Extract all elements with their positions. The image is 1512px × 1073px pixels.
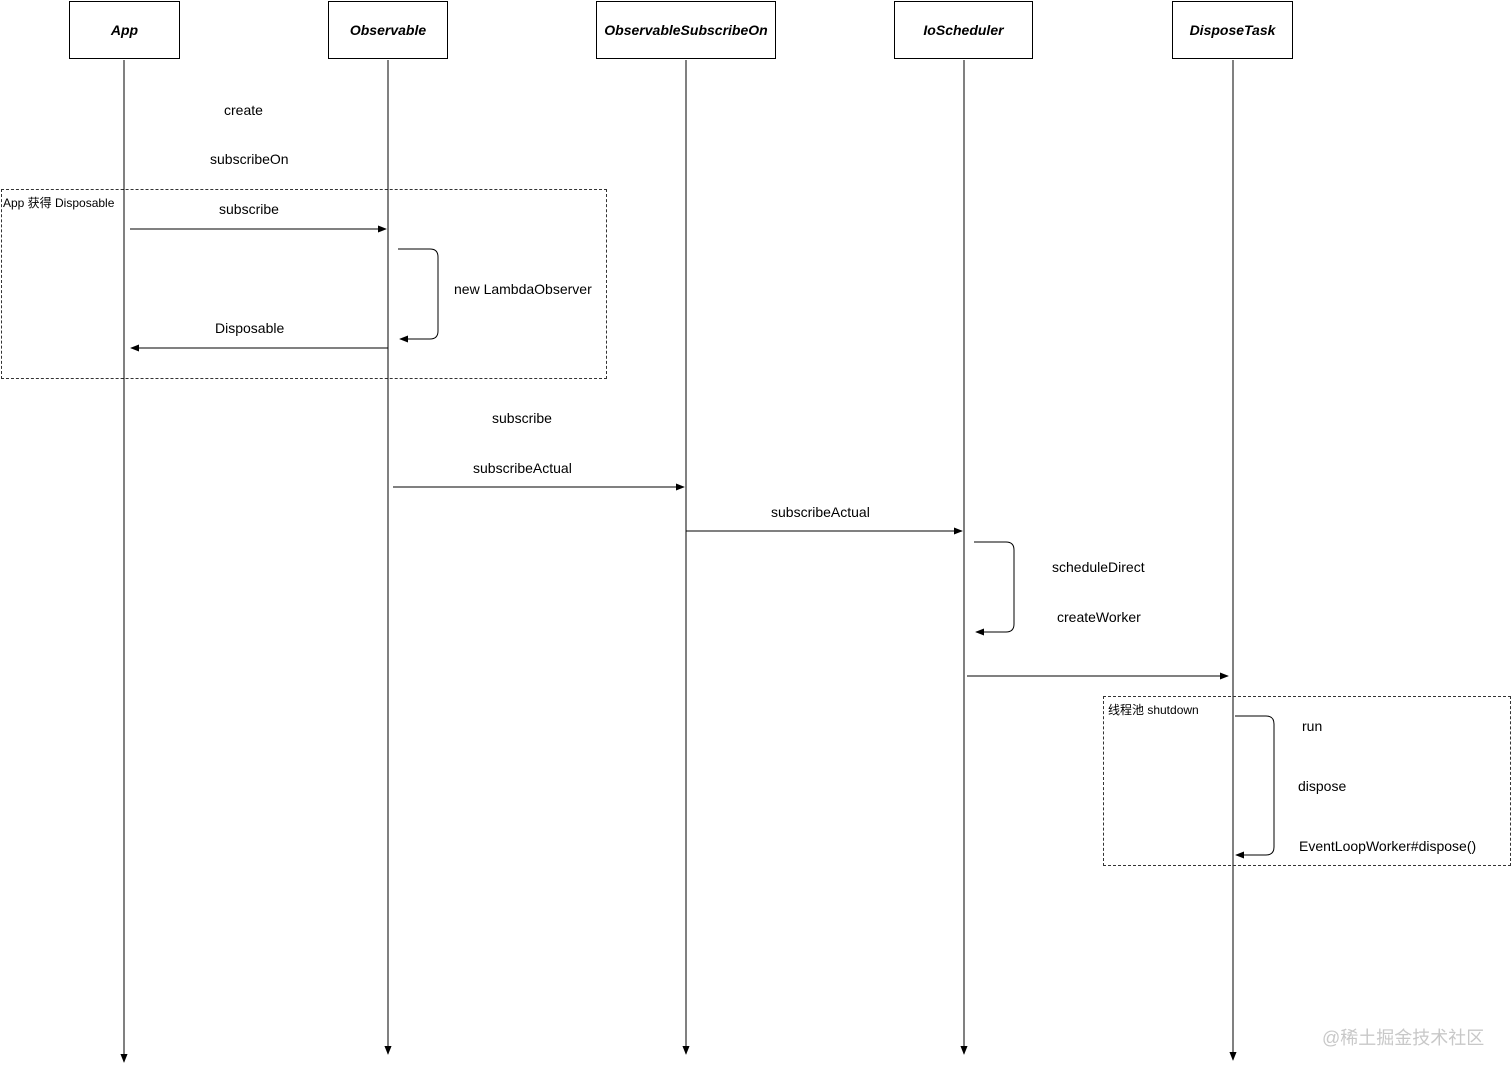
participant-dispose-task: DisposeTask — [1172, 1, 1293, 59]
participant-io-scheduler: IoScheduler — [894, 1, 1033, 59]
label-disposable: Disposable — [215, 320, 285, 336]
participant-observable-label: Observable — [349, 22, 427, 38]
label-schedule-direct: scheduleDirect — [1052, 559, 1145, 575]
frame-app-disposable — [1, 189, 607, 379]
frame-app-disposable-title: App 获得 Disposable — [3, 196, 115, 210]
label-subscribe-actual-observable: subscribeActual — [473, 460, 572, 476]
label-subscribe-observable: subscribe — [492, 410, 552, 426]
participant-observable-subscribe-on: ObservableSubscribeOn — [596, 1, 776, 59]
participant-observable: Observable — [328, 1, 448, 59]
arrow-self-new-lambda-observer — [398, 248, 439, 343]
label-create: create — [224, 102, 263, 118]
watermark: @稀土掘金技术社区 — [1322, 1028, 1485, 1048]
participant-io-scheduler-label: IoScheduler — [923, 22, 1004, 38]
arrow-self-schedule-direct — [974, 541, 1015, 636]
frame-threadpool-shutdown-title: 线程池 shutdown — [1108, 703, 1199, 717]
label-new-lambda-observer: new LambdaObserver — [454, 281, 592, 297]
label-subscribe-app: subscribe — [219, 201, 279, 217]
label-dispose: dispose — [1298, 778, 1347, 794]
label-subscribe-on: subscribeOn — [210, 151, 289, 167]
participant-app: App — [69, 1, 180, 59]
arrow-self-run-dispose — [1235, 715, 1275, 859]
label-run: run — [1302, 718, 1323, 734]
participant-app-label: App — [110, 22, 139, 38]
label-create-worker: createWorker — [1057, 609, 1141, 625]
participant-observable-subscribe-on-label: ObservableSubscribeOn — [604, 22, 768, 38]
label-subscribe-actual-subscribeon: subscribeActual — [771, 504, 870, 520]
label-eventloop-worker-dispose: EventLoopWorker#dispose() — [1299, 838, 1477, 854]
frame-threadpool-shutdown — [1103, 696, 1511, 866]
participant-dispose-task-label: DisposeTask — [1189, 22, 1276, 38]
